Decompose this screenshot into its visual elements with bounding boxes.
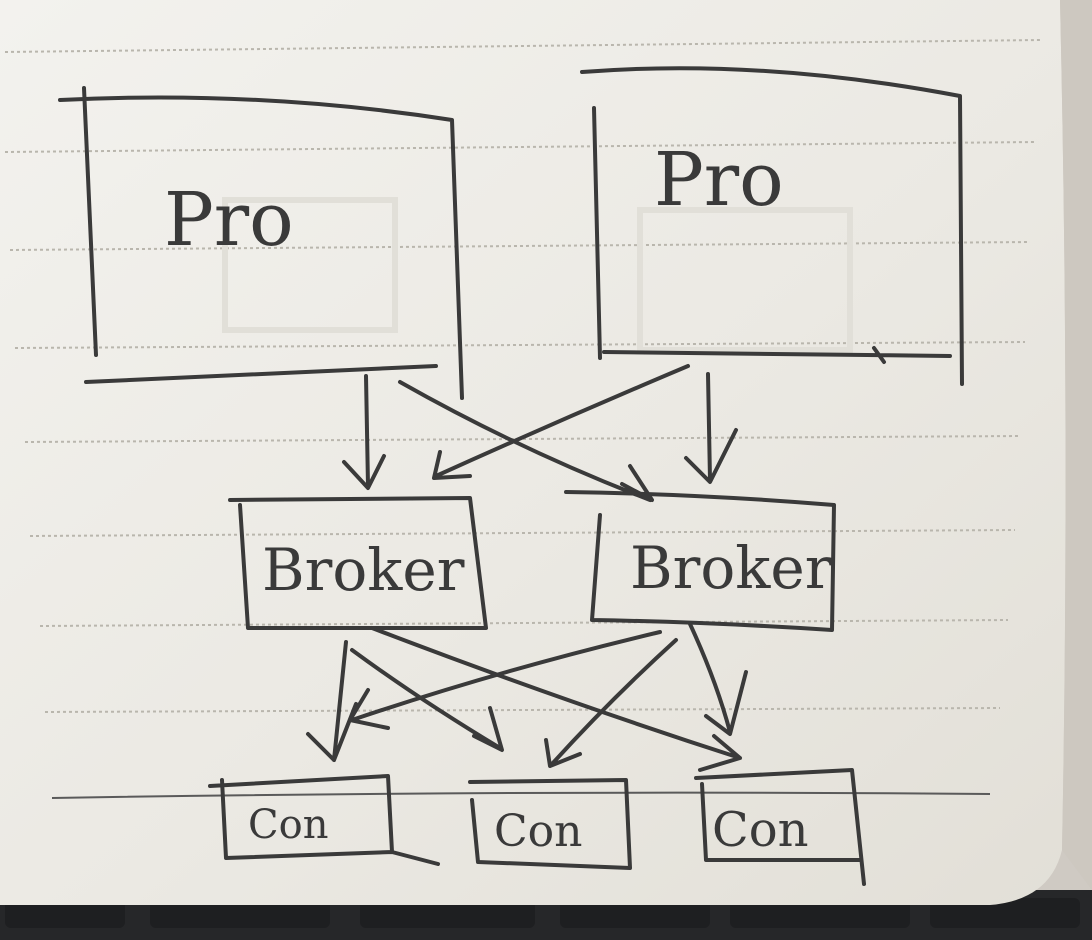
show-through-marks xyxy=(222,197,853,353)
consumer-box-3 xyxy=(694,768,866,886)
producer-label-2: Pro xyxy=(654,137,784,223)
keyboard-key xyxy=(730,898,910,928)
keyboard-key xyxy=(560,898,710,928)
arrow-broker1-con1 xyxy=(306,640,358,762)
producer-box-1 xyxy=(58,86,464,400)
keyboard-key xyxy=(5,900,125,928)
page-edge xyxy=(1060,0,1092,890)
producer-label-1: Pro xyxy=(164,177,294,263)
arrow-broker2-con1 xyxy=(348,630,662,730)
consumer-label-1: Con xyxy=(248,802,328,848)
arrow-broker2-con3 xyxy=(688,622,748,736)
producer-box-2 xyxy=(580,66,964,386)
ruled-lines xyxy=(4,39,1041,713)
arrow-pro1-broker1 xyxy=(342,374,386,490)
broker-box-1 xyxy=(228,496,488,630)
consumer-label-3: Con xyxy=(712,802,809,858)
arrow-pro1-broker2 xyxy=(398,380,654,502)
arrow-broker2-con2 xyxy=(544,638,678,768)
keyboard-key xyxy=(930,898,1080,928)
keyboard-key xyxy=(150,898,330,928)
broker-box-2 xyxy=(564,490,836,632)
keyboard-key xyxy=(360,898,535,928)
broker-label-2: Broker xyxy=(630,534,833,602)
arrow-pro2-broker2 xyxy=(684,372,738,484)
arrow-pro2-broker1 xyxy=(432,364,690,480)
consumer-box-2 xyxy=(468,778,632,870)
arrow-broker1-con2 xyxy=(350,648,504,752)
arrow-broker1-con3 xyxy=(370,626,742,772)
consumer-box-1 xyxy=(208,774,440,866)
consumer-label-2: Con xyxy=(494,806,583,857)
broker-label-1: Broker xyxy=(262,536,465,604)
